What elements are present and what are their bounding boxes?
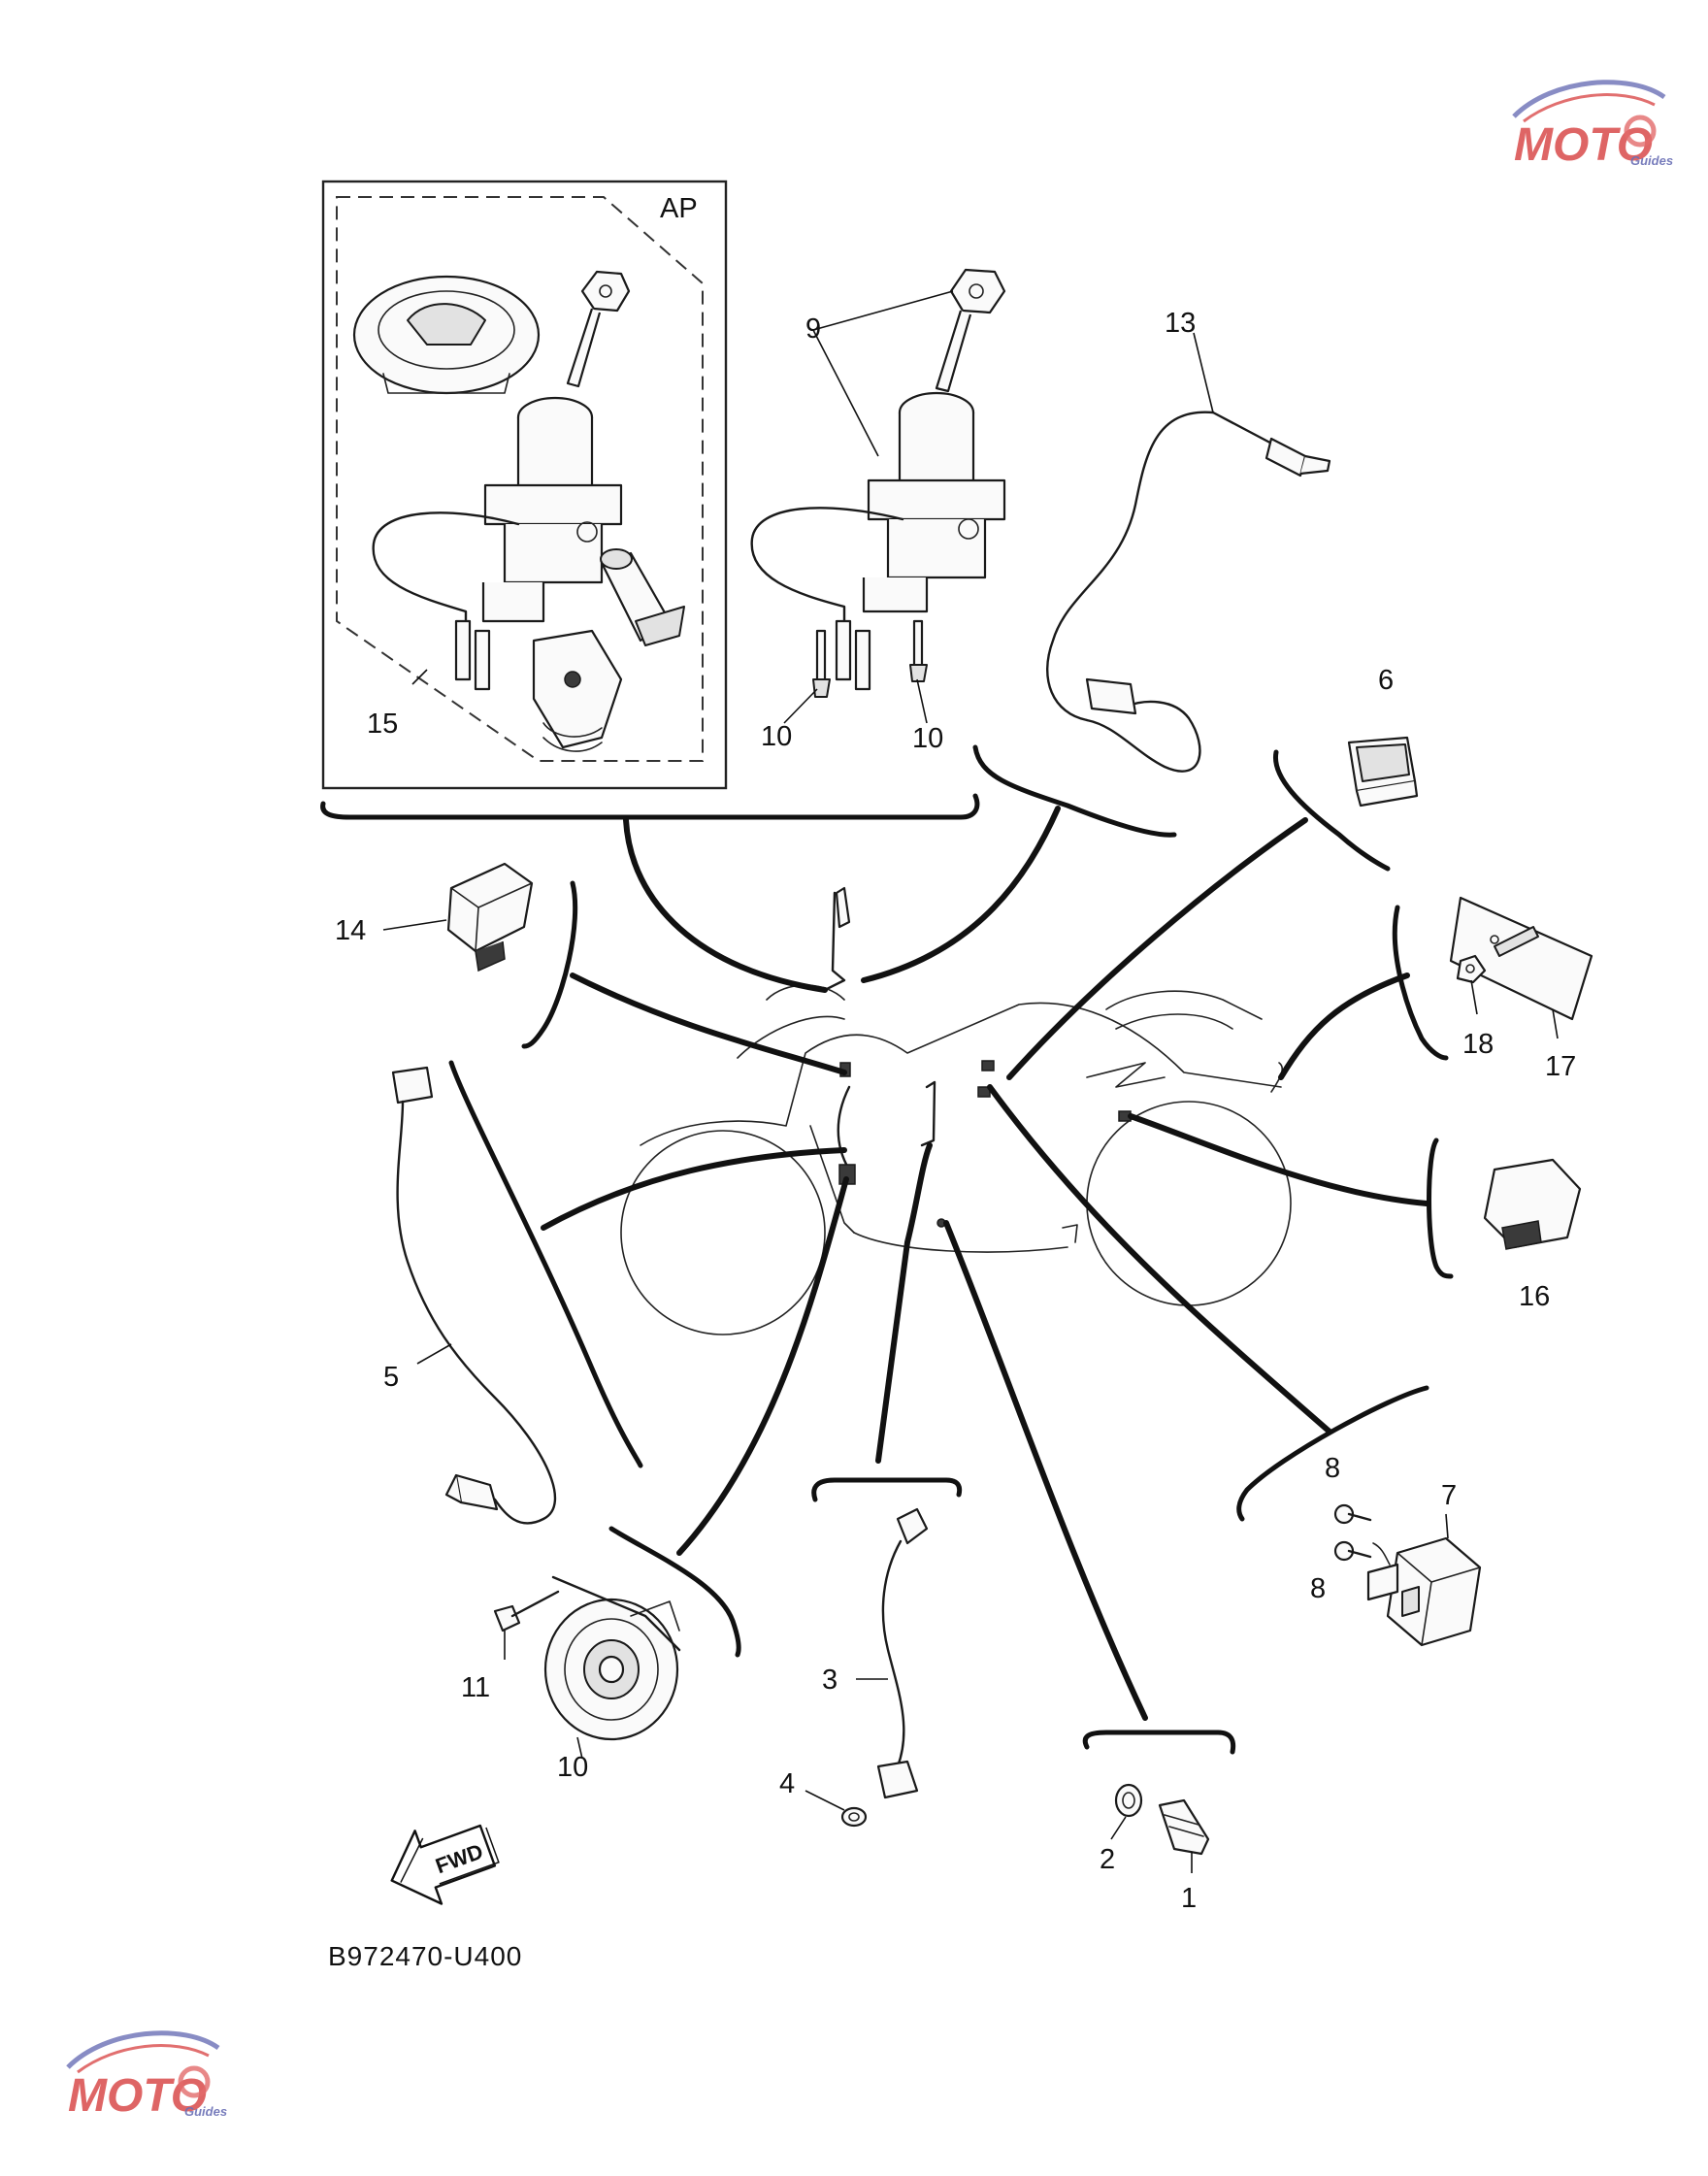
forward-arrow-icon: FWD — [390, 1824, 500, 1905]
watermark-text: MOTO — [1514, 119, 1653, 171]
leader-relay-6 — [1006, 817, 1308, 1080]
bracket-flasher — [1427, 1137, 1454, 1279]
watermark-subtext: Guides — [184, 2104, 227, 2119]
callout-3: 3 — [822, 1665, 838, 1696]
key-icon — [566, 270, 631, 388]
connector-icon — [835, 619, 852, 681]
leader-relay-12 — [570, 973, 847, 1075]
leader-key-set — [861, 806, 1061, 983]
callout-18: 18 — [1462, 1029, 1494, 1060]
leader-o2-sensor — [541, 1147, 847, 1231]
flasher-relay-icon — [1483, 1158, 1582, 1250]
temperature-sensor-icon — [876, 1507, 929, 1799]
screw-icon — [909, 619, 928, 682]
callout-4: 4 — [779, 1768, 795, 1799]
callout-16: 11 — [461, 1672, 490, 1703]
gear-icon — [178, 2065, 211, 2098]
rear-reflector-icon — [1449, 896, 1593, 1021]
callout-11: 13 — [1165, 308, 1196, 339]
washer-icon — [840, 1806, 868, 1828]
bracket-temp-sensor — [811, 1477, 963, 1502]
gasket-icon — [1114, 1783, 1143, 1818]
callout-15: 10 — [557, 1752, 588, 1783]
starter-relay-icon — [1366, 1536, 1482, 1647]
callout-5: 5 — [383, 1362, 399, 1393]
bolt-icon — [1333, 1540, 1372, 1562]
connector-icon — [854, 629, 871, 691]
relay-12-icon — [446, 862, 534, 973]
connector-icon — [454, 619, 472, 681]
oxygen-sensor-icon — [391, 1066, 557, 1525]
callout-10: 10 — [761, 721, 792, 752]
leader-neutral-switch — [943, 1220, 1148, 1721]
ignition-switch-icon — [481, 396, 623, 623]
callout-7: 7 — [1441, 1480, 1457, 1511]
fuel-cap-icon — [352, 275, 541, 395]
watermark-logo-bottom: MOTO Guides — [66, 2030, 227, 2122]
main-ignition-switch-icon — [862, 391, 1006, 613]
bracket-sensor-11 — [972, 744, 1177, 838]
neutral-switch-icon — [1158, 1798, 1210, 1856]
ignition-wire-icon — [750, 507, 904, 657]
leader-flasher — [1128, 1113, 1429, 1206]
leader-temp-sensor — [875, 1142, 933, 1464]
horn-icon — [543, 1575, 681, 1741]
callout-2: 2 — [1100, 1844, 1115, 1875]
seat-lock-icon — [532, 629, 623, 752]
ap-label: AP — [660, 193, 698, 224]
nut-icon — [1456, 954, 1487, 984]
lock-cylinder-icon — [600, 548, 685, 646]
horn-bolt-icon — [493, 1590, 560, 1632]
watermark-logo-top: MOTO Guides — [1512, 80, 1673, 171]
ap-kit-box: AP — [321, 180, 728, 790]
callout-14: 16 — [1519, 1281, 1550, 1312]
leader-reflector — [1278, 973, 1410, 1080]
leader-horn — [676, 1176, 849, 1556]
drawing-code: B972470-U400 — [328, 1941, 522, 1971]
leader-starter-relay — [987, 1084, 1332, 1434]
main-key-icon — [935, 268, 1006, 393]
bracket-ap-kit — [320, 793, 980, 820]
bracket-starter-relay — [1236, 1385, 1429, 1522]
callout-8b: 8 — [1310, 1573, 1326, 1604]
leader-ap-kit — [623, 817, 828, 993]
bolt-icon — [1333, 1503, 1372, 1525]
bracket-relay-12 — [521, 880, 578, 1049]
callout-8: 8 — [1325, 1453, 1340, 1484]
bracket-o2-sensor — [448, 1060, 643, 1468]
callout-1: 1 — [1181, 1883, 1197, 1914]
relay-icon — [1347, 736, 1419, 808]
callout-10b: 10 — [912, 723, 943, 754]
gear-icon — [1624, 115, 1657, 148]
screw-icon — [812, 629, 831, 698]
speed-sensor-icon — [1046, 411, 1331, 773]
wire-icon — [372, 511, 520, 662]
bracket-reflector — [1392, 905, 1449, 1061]
bracket-relay-6 — [1272, 749, 1391, 872]
callout-9: 9 — [805, 313, 821, 345]
bracket-neutral-switch — [1082, 1730, 1236, 1755]
callout-13: 15 — [367, 709, 398, 740]
watermark-subtext: Guides — [1630, 153, 1673, 168]
bracket-horn — [608, 1526, 741, 1658]
callout-6: 6 — [1378, 665, 1394, 696]
callout-12: 14 — [335, 915, 366, 946]
connector-icon — [474, 629, 491, 691]
callout-17: 17 — [1545, 1051, 1576, 1082]
watermark-text: MOTO — [68, 2070, 207, 2122]
